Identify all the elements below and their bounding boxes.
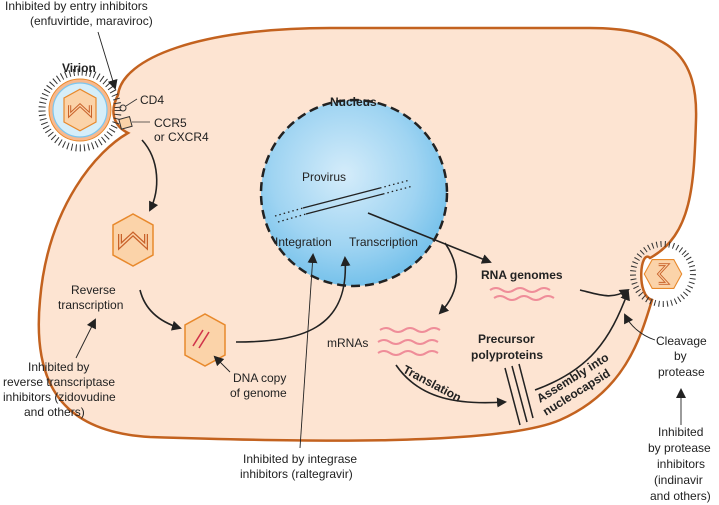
reverse-transcription-line2: transcription — [58, 298, 123, 312]
virion — [38, 68, 122, 152]
dna-copy-line2: of genome — [230, 386, 287, 400]
rt-inhibitors-line1: Inhibited by — [28, 360, 89, 374]
cd4-label: CD4 — [140, 93, 164, 107]
protease-inhibitors-line4: (indinavir — [654, 473, 703, 487]
entry-inhibitors-line1: Inhibited by entry inhibitors — [5, 0, 148, 13]
polyproteins — [504, 363, 534, 426]
virion-label: Virion — [62, 61, 96, 75]
rt-inhibitors-line3: inhibitors (zidovudine — [3, 390, 116, 404]
dna-copy-line1: DNA copy — [233, 371, 286, 385]
mrnas-label: mRNAs — [327, 336, 368, 350]
transcription-label: Transcription — [349, 235, 418, 249]
coreceptor — [118, 116, 133, 130]
integrase-inhibitors-line1: Inhibited by integrase — [243, 452, 357, 466]
reverse-transcription-line1: Reverse — [71, 283, 116, 297]
integration-label: Integration — [275, 235, 332, 249]
provirus-label: Provirus — [302, 170, 346, 184]
provirus-dna — [274, 179, 414, 223]
entry-inhibitors-line2: (enfuvirtide, maraviroc) — [30, 14, 153, 28]
integrase-inhibitors-line2: inhibitors (raltegravir) — [240, 467, 353, 481]
precursor-line1: Precursor — [478, 332, 535, 346]
precursor-line2: polyproteins — [471, 348, 543, 362]
ccr5-label: CCR5 — [154, 116, 187, 130]
nucleus-label: Nucleus — [330, 95, 377, 109]
protease-inhibitors-line5: and others) — [650, 489, 711, 503]
rt-inhibitors-line4: and others) — [24, 405, 85, 419]
protease-inhibitors-line1: Inhibited — [658, 425, 703, 439]
capsid-uncoated — [111, 212, 155, 268]
cleavage-line1: Cleavage — [656, 334, 707, 348]
rt-inhibitors-line2: reverse transcriptase — [3, 375, 115, 389]
protease-inhibitors-line2: by protease — [648, 441, 711, 455]
rna-genomes-label: RNA genomes — [481, 268, 563, 282]
cxcr4-label: or CXCR4 — [154, 130, 209, 144]
dna-copy-capsid — [184, 313, 226, 367]
nucleus — [259, 98, 449, 288]
cleavage-line3: protease — [658, 365, 705, 379]
cd4-receptor — [119, 104, 127, 112]
cleavage-line2: by — [674, 349, 687, 363]
protease-inhibitors-line3: inhibitors — [657, 457, 705, 471]
